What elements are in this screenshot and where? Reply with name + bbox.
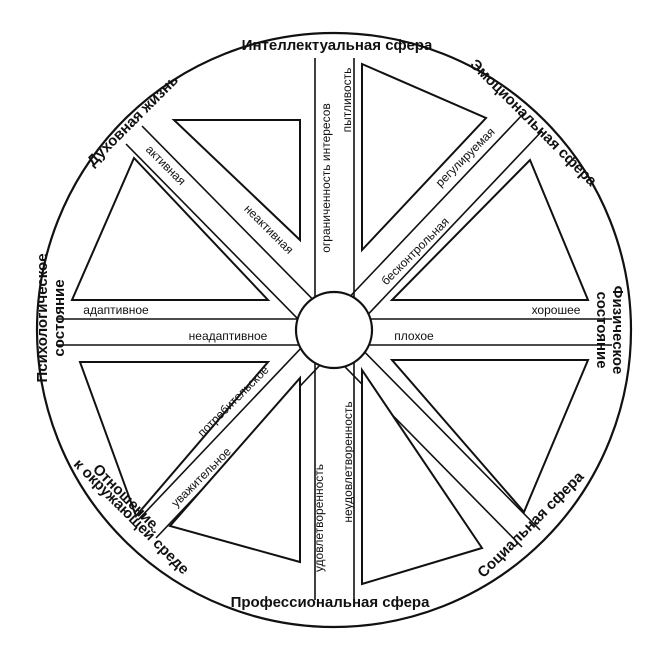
label-adaptive: адаптивное	[83, 303, 149, 317]
label-professional-sphere: Профессиональная сфера	[231, 594, 430, 611]
label-limited-interests: ограниченность интересов	[319, 103, 333, 253]
label-maladaptive: неадаптивное	[189, 329, 268, 343]
triangle-left-upper	[70, 156, 271, 301]
label-satisfaction: удовлетворенность	[312, 464, 326, 572]
triangle-bottom-left	[168, 375, 301, 564]
label-physical-state-line1: Физическое	[609, 286, 626, 375]
triangle-right-upper	[389, 158, 590, 301]
label-psychological-state-line2: состояние	[51, 279, 68, 356]
outer-circle	[35, 31, 633, 629]
triangle-top-right	[361, 62, 488, 253]
sector-triangles	[70, 62, 590, 586]
label-curiosity: пытливость	[340, 68, 354, 133]
triangle-left-lower	[78, 361, 271, 518]
label-physical-state-line2: состояние	[593, 291, 610, 368]
triangle-right-lower	[389, 359, 590, 514]
triangle-bottom-right	[361, 366, 484, 586]
label-dissatisfaction: неудовлетворенность	[341, 401, 355, 522]
label-good: хорошее	[532, 303, 581, 317]
triangle-top-left	[171, 119, 301, 243]
label-psychological-state-line1: Психологическое	[34, 253, 51, 382]
label-spiritual-life: Духовная жизнь	[84, 72, 182, 170]
label-bad: плохое	[394, 329, 434, 343]
label-intellectual-sphere: Интеллектуальная сфера	[242, 37, 433, 54]
center-hub	[294, 290, 374, 370]
